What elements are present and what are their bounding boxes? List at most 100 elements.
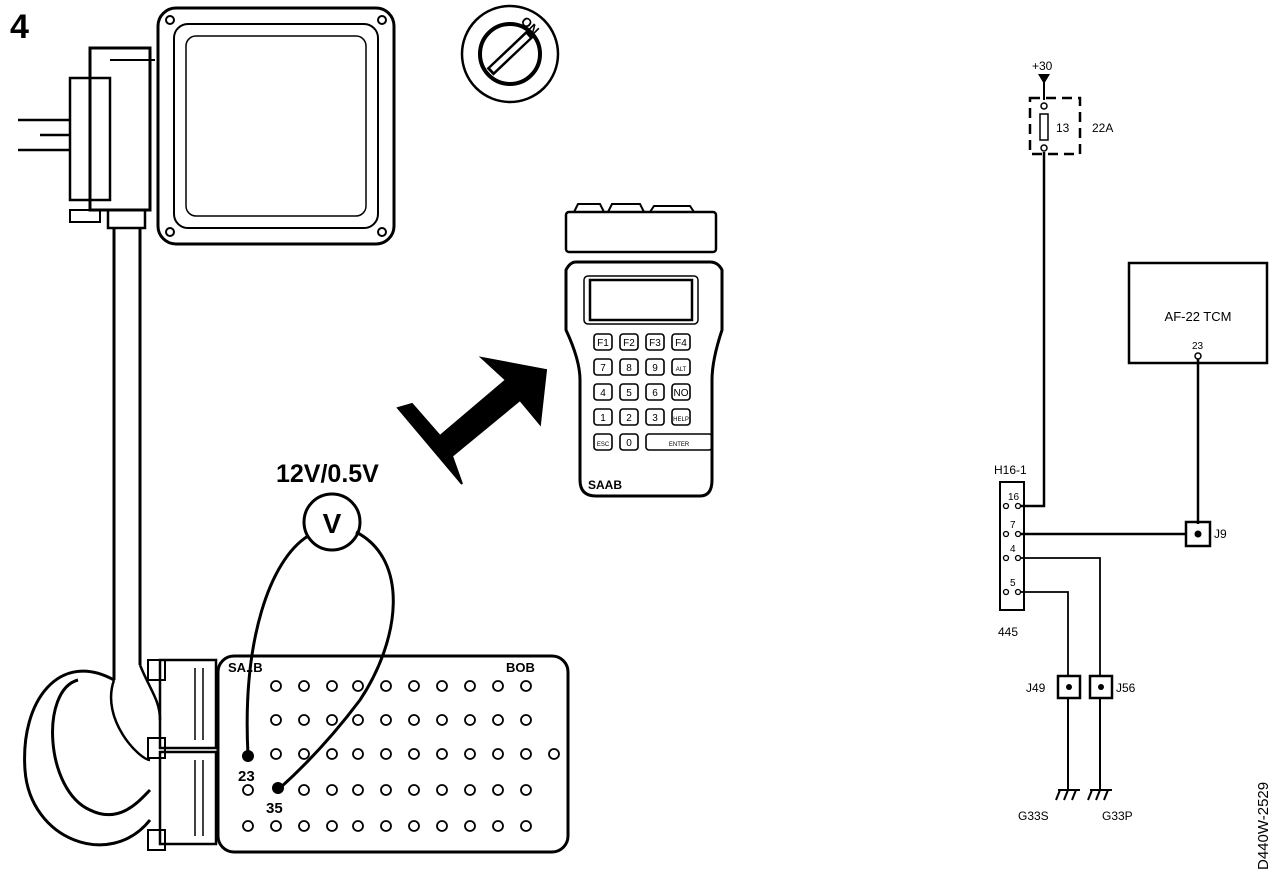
breakout-box-hole <box>326 748 338 760</box>
scan-tool-key <box>619 358 639 376</box>
breakout-box-hole <box>352 714 364 726</box>
connector-pin-7: 7 <box>1010 520 1016 531</box>
probe-leads <box>245 530 395 790</box>
voltmeter-symbol: V <box>323 508 342 539</box>
breakout-box-hole <box>436 784 448 796</box>
scan-tool-key-label: HELP <box>673 417 689 423</box>
breakout-box-hole <box>436 714 448 726</box>
ignition-switch <box>460 4 560 104</box>
scan-tool-key-label: 1 <box>600 413 606 424</box>
junction-j9-dot <box>1194 530 1202 538</box>
scan-tool-key-label: ENTER <box>669 442 690 448</box>
junction-j56-dot <box>1098 684 1104 690</box>
scan-tool-key <box>645 383 665 401</box>
junction-j56-label: J56 <box>1116 681 1136 695</box>
tcm-label: AF-22 TCM <box>1165 309 1232 324</box>
scan-tool-key <box>593 408 613 426</box>
breakout-box-hole <box>520 784 532 796</box>
ground-g33s-label: G33S <box>1018 809 1049 823</box>
scan-tool-key <box>671 358 691 376</box>
breakout-box-hole <box>464 748 476 760</box>
scan-tool-key <box>619 333 639 351</box>
communication-arrow <box>396 356 548 485</box>
module-connector <box>18 46 155 230</box>
breakout-box-hole <box>492 820 504 832</box>
breakout-box-hole <box>408 680 420 692</box>
breakout-box-hole <box>464 680 476 692</box>
probe-pin-23-label: 23 <box>238 768 255 785</box>
breakout-box-hole <box>548 748 560 760</box>
scan-tool-key <box>671 383 691 401</box>
scan-tool-key <box>645 408 665 426</box>
scan-tool-key-label: F3 <box>649 338 661 349</box>
connector-name: H16-1 <box>994 463 1027 477</box>
breakout-box-hole <box>520 820 532 832</box>
connector-pin-4: 4 <box>1010 544 1016 555</box>
breakout-box-left-label: SA..B <box>228 660 263 675</box>
scan-tool-key-label: F4 <box>675 338 687 349</box>
tcm-pin-label: 23 <box>1192 341 1204 352</box>
breakout-box-holes <box>242 680 560 832</box>
scan-tool-key-label: ALT <box>676 367 687 373</box>
breakout-box-hole <box>380 784 392 796</box>
breakout-box-hole <box>436 748 448 760</box>
breakout-box-hole <box>520 748 532 760</box>
scan-tool-key-label: 4 <box>600 388 606 399</box>
scan-tool-key <box>619 383 639 401</box>
ground-g33p-label: G33P <box>1102 809 1133 823</box>
breakout-box-hole <box>352 680 364 692</box>
scan-tool-key-label: 2 <box>626 413 632 424</box>
breakout-box-hole <box>436 820 448 832</box>
scan-tool-key <box>671 408 691 426</box>
connector-pin-dots <box>1002 502 1022 596</box>
harness-cable <box>23 228 162 847</box>
breakout-box-hole <box>298 820 310 832</box>
breakout-box-hole <box>492 714 504 726</box>
voltmeter: V <box>302 492 362 552</box>
breakout-box-hole <box>270 680 282 692</box>
scan-tool-key <box>619 408 639 426</box>
breakout-box-hole <box>270 820 282 832</box>
breakout-box-hole <box>520 714 532 726</box>
probe-pin-35-label: 35 <box>266 800 283 817</box>
ignition-on-label: ON <box>518 14 542 38</box>
breakout-box-right-label: BOB <box>506 660 535 675</box>
connector-part-number: 445 <box>998 625 1018 639</box>
control-module <box>156 6 396 246</box>
breakout-box-hole <box>352 784 364 796</box>
scan-tool-brand: SAAB <box>588 478 622 492</box>
breakout-box-hole <box>380 714 392 726</box>
supply-label: +30 <box>1032 59 1053 73</box>
breakout-box-hole <box>352 820 364 832</box>
scan-tool-key-label: NO <box>674 388 689 399</box>
scan-tool-key-label: 8 <box>626 363 632 374</box>
probe-pin-35 <box>272 782 284 794</box>
breakout-box-hole <box>408 784 420 796</box>
breakout-box-hole <box>492 784 504 796</box>
junction-j9-label: J9 <box>1214 527 1227 541</box>
breakout-box-hole <box>408 748 420 760</box>
fuse-number: 13 <box>1056 121 1070 135</box>
breakout-box-hole <box>298 680 310 692</box>
scan-tool-key <box>671 333 691 351</box>
breakout-box-hole <box>298 784 310 796</box>
breakout-box-hole <box>464 784 476 796</box>
scan-tool-key <box>593 383 613 401</box>
breakout-box <box>147 654 570 854</box>
breakout-box-hole <box>298 748 310 760</box>
breakout-box-hole <box>326 784 338 796</box>
breakout-box-hole <box>464 820 476 832</box>
breakout-box-hole <box>326 820 338 832</box>
breakout-box-hole <box>408 820 420 832</box>
scan-tool-key-label: 7 <box>600 363 606 374</box>
scan-tool-key-label: 3 <box>652 413 658 424</box>
scan-tool-key-label: 9 <box>652 363 658 374</box>
breakout-box-hole <box>464 714 476 726</box>
scan-tool-key-label: 5 <box>626 388 632 399</box>
scan-tool-key <box>645 433 713 451</box>
probe-pin-23 <box>242 750 254 762</box>
